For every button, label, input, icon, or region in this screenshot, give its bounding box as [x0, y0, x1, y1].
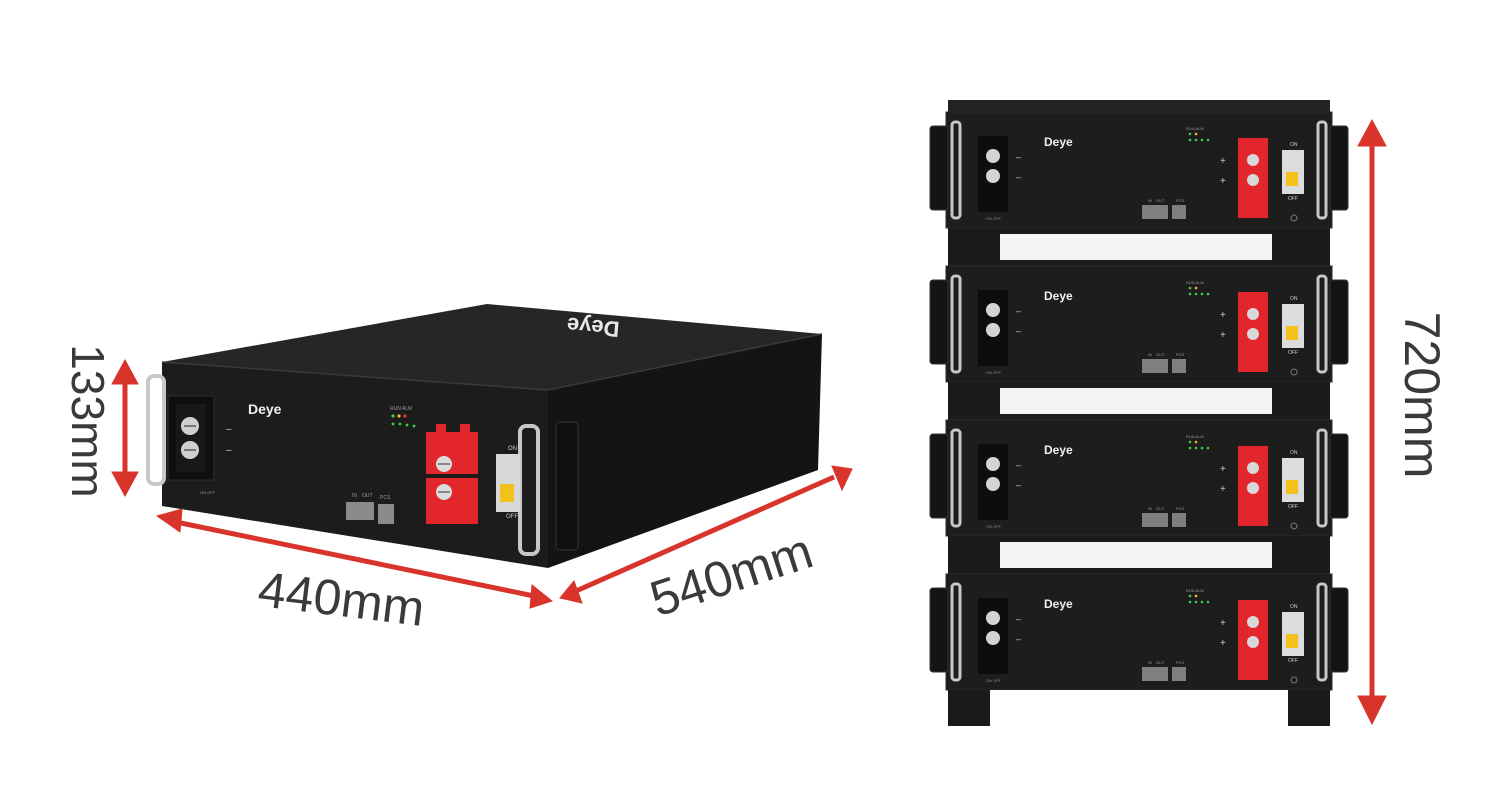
svg-text:OUT: OUT [1156, 352, 1165, 357]
svg-text:ON: ON [1290, 142, 1298, 148]
breaker-off-label: OFF [506, 514, 518, 520]
svg-text:IN: IN [1148, 660, 1152, 665]
breaker-on-label: ON [508, 446, 517, 452]
handle-right[interactable] [1316, 274, 1328, 374]
status-leds [391, 414, 416, 428]
handle-right[interactable] [1316, 582, 1328, 682]
rack-foot-left [948, 690, 990, 726]
svg-text:ON OFF: ON OFF [986, 678, 1002, 683]
svg-text:–: – [1016, 326, 1021, 336]
left-handle[interactable] [146, 374, 166, 486]
svg-text:OUT: OUT [1156, 198, 1165, 203]
stack-height-label: 720mm [1394, 311, 1450, 479]
stack-module-2: – – ON OFF Deye RUN ALM + + ON OFF IN OUT PCS [929, 228, 1349, 383]
svg-text:IN: IN [1148, 506, 1152, 511]
port-pcs[interactable] [378, 504, 394, 524]
svg-text:+: + [1220, 330, 1226, 341]
svg-text:–: – [1016, 152, 1021, 162]
svg-text:RUN ALM: RUN ALM [1186, 126, 1204, 131]
handle-left[interactable] [950, 120, 962, 220]
front-minus-2: – [226, 445, 232, 456]
svg-text:–: – [1016, 480, 1021, 490]
svg-text:+: + [1220, 618, 1226, 629]
svg-text:–: – [1016, 614, 1021, 624]
stack-module-1: – – ON OFF Deye RUN ALM + + ON OFF IN OUT PCS [929, 111, 1349, 229]
svg-text:–: – [1016, 172, 1021, 182]
module-logo: Deye [1044, 443, 1073, 457]
positive-terminal-block [426, 424, 478, 524]
svg-text:OUT: OUT [1156, 660, 1165, 665]
svg-text:PCS: PCS [1176, 660, 1185, 665]
svg-text:RUN ALM: RUN ALM [1186, 588, 1204, 593]
port-in-label: IN [352, 493, 357, 499]
module-logo: Deye [1044, 135, 1073, 149]
svg-text:RUN ALM: RUN ALM [1186, 280, 1204, 285]
module-logo: Deye [1044, 597, 1073, 611]
handle-left[interactable] [950, 582, 962, 682]
svg-text:IN: IN [1148, 198, 1152, 203]
svg-text:+: + [1220, 310, 1226, 321]
svg-text:ON OFF: ON OFF [986, 216, 1002, 221]
rack-top [948, 100, 1330, 114]
svg-text:ON: ON [1290, 296, 1298, 302]
height-arrow [111, 358, 139, 498]
svg-text:IN: IN [1148, 352, 1152, 357]
front-logo: Deye [248, 401, 282, 417]
module-side-face [548, 334, 822, 568]
negative-terminal-block [167, 395, 215, 481]
handle-left[interactable] [950, 274, 962, 374]
svg-text:+: + [1220, 156, 1226, 167]
power-switch-label: ON OFF [200, 490, 216, 495]
stack-module-4: – – ON OFF Deye RUN ALM + + ON OFF IN OUT PCS [929, 536, 1349, 691]
port-pcs-label: PCS [380, 495, 391, 501]
port-in-out[interactable] [346, 502, 374, 520]
svg-text:ON: ON [1290, 604, 1298, 610]
svg-text:PCS: PCS [1176, 198, 1185, 203]
svg-text:–: – [1016, 460, 1021, 470]
front-minus-1: – [226, 424, 232, 435]
width-arrow [155, 508, 554, 609]
port-out-label: OUT [362, 493, 373, 499]
svg-text:ON: ON [1290, 450, 1298, 456]
led-label: RUN ALM [390, 406, 412, 412]
breaker-switch[interactable] [496, 454, 520, 512]
svg-text:OFF: OFF [1288, 196, 1298, 202]
svg-text:–: – [1016, 306, 1021, 316]
handle-left[interactable] [950, 428, 962, 528]
depth-arrow [559, 465, 853, 604]
svg-text:RUN ALM: RUN ALM [1186, 434, 1204, 439]
top-logo: Deye [566, 312, 621, 341]
svg-text:ON OFF: ON OFF [986, 524, 1002, 529]
svg-text:PCS: PCS [1176, 506, 1185, 511]
svg-text:OUT: OUT [1156, 506, 1165, 511]
svg-text:PCS: PCS [1176, 352, 1185, 357]
svg-text:–: – [1016, 634, 1021, 644]
svg-text:+: + [1220, 176, 1226, 187]
svg-text:OFF: OFF [1288, 350, 1298, 356]
handle-right[interactable] [1316, 428, 1328, 528]
module-logo: Deye [1044, 289, 1073, 303]
stack-module-3: – – ON OFF Deye RUN ALM + + ON OFF IN OUT PCS [929, 382, 1349, 537]
height-label: 133mm [62, 344, 114, 498]
svg-text:OFF: OFF [1288, 504, 1298, 510]
stack-height-arrow [1357, 118, 1387, 726]
svg-text:OFF: OFF [1288, 658, 1298, 664]
handle-right[interactable] [1316, 120, 1328, 220]
module-front-face [162, 362, 548, 568]
svg-text:+: + [1220, 464, 1226, 475]
rack-foot-right [1288, 690, 1330, 726]
svg-text:ON OFF: ON OFF [986, 370, 1002, 375]
svg-text:+: + [1220, 638, 1226, 649]
svg-text:+: + [1220, 484, 1226, 495]
module-top-face [162, 304, 822, 390]
